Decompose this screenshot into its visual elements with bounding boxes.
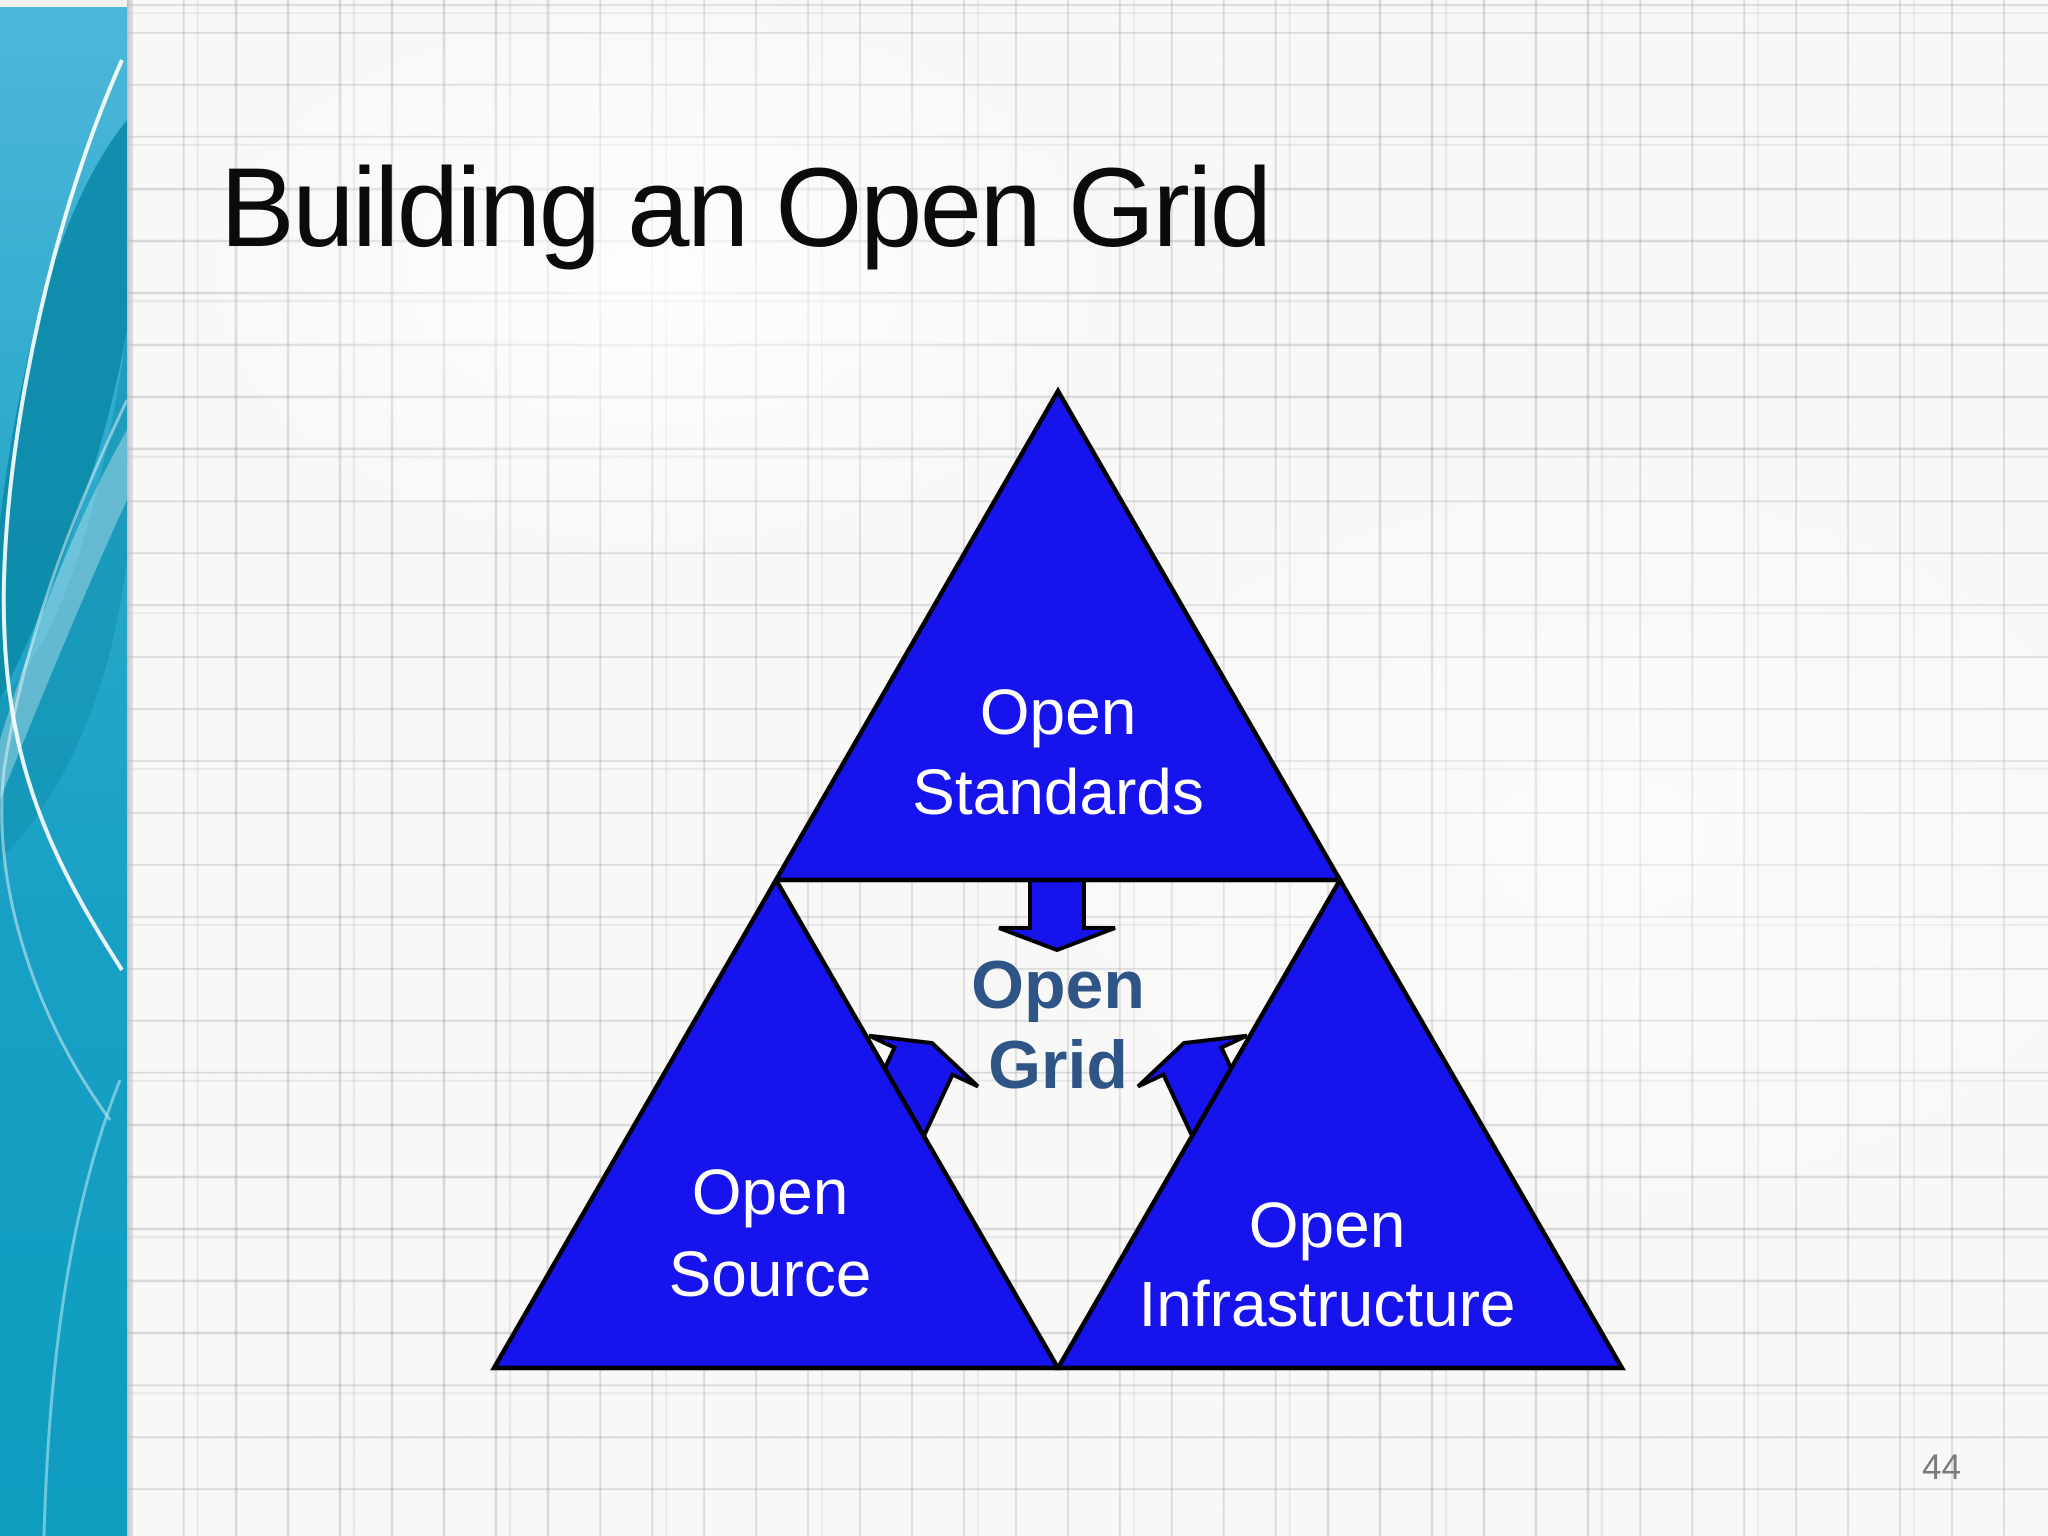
- sidebar-edge-shadow: [127, 0, 133, 1536]
- open-grid-triangle-diagram: [490, 386, 1626, 1371]
- page-number: 44: [1922, 1448, 1961, 1487]
- sidebar-accent-curve-2: [0, 399, 127, 1121]
- sidebar-accent-curve-3: [42, 1079, 122, 1536]
- label-open-source: Open Source: [669, 1151, 872, 1315]
- label-open-grid: Open Grid: [971, 945, 1145, 1105]
- triangle-open-standards: [772, 386, 1344, 883]
- triangle-open-source: [490, 875, 1062, 1371]
- label-open-standards-line2: Standards: [912, 756, 1204, 828]
- sidebar-top-edge: [0, 0, 127, 7]
- down-arrow-icon: [998, 877, 1116, 953]
- sidebar-accent-curve: [1, 59, 124, 972]
- triangle-open-infrastructure: [1054, 875, 1626, 1371]
- label-open-source-line2: Source: [668, 1238, 872, 1310]
- sidebar-swoosh-dark-lower: [0, 330, 127, 860]
- label-open-infrastructure: Open Infrastructure: [1138, 1186, 1515, 1344]
- label-open-standards-line1: Open: [979, 676, 1137, 748]
- label-open-grid-line2: Grid: [988, 1027, 1128, 1103]
- sidebar-light-streak: [0, 430, 127, 800]
- label-open-standards: Open Standards: [912, 672, 1204, 832]
- slide-title: Building an Open Grid: [220, 145, 1272, 270]
- label-open-grid-line1: Open: [971, 947, 1145, 1023]
- label-open-infrastructure-line2: Infrastructure: [1138, 1268, 1516, 1340]
- sidebar-swoosh-dark: [0, 120, 127, 700]
- label-open-source-line1: Open: [691, 1156, 849, 1228]
- label-open-infrastructure-line1: Open: [1248, 1189, 1406, 1261]
- sidebar-decoration: [0, 0, 127, 1536]
